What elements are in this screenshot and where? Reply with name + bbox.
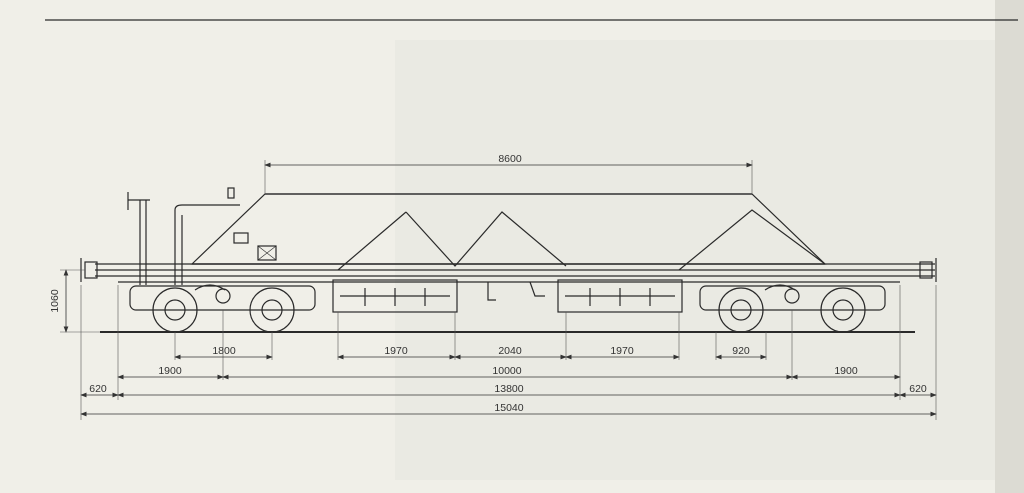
dim-label-620-right: 620: [909, 383, 927, 395]
dim-label-920: 920: [732, 345, 750, 357]
bogie-right: [699, 284, 886, 333]
dim-label-2040: 2040: [498, 345, 522, 357]
dim-label-8600: 8600: [498, 153, 522, 165]
bogie-left: [129, 284, 316, 333]
binding-shadow: [995, 0, 1024, 493]
dim-label-10000: 10000: [492, 365, 521, 377]
dim-label-1900-left: 1900: [158, 365, 182, 377]
dim-label-15040: 15040: [494, 402, 523, 414]
underframe: [80, 187, 937, 313]
dim-label-1970-right: 1970: [610, 345, 634, 357]
bleed-through-panel: [395, 40, 995, 480]
dim-label-1900-right: 1900: [834, 365, 858, 377]
dim-label-1060: 1060: [49, 289, 61, 313]
dim-label-1800: 1800: [212, 345, 236, 357]
dimension-labels: 8600 1060 1800 1970 2040 1970 920 1900 1…: [49, 153, 927, 414]
dim-label-620-left: 620: [89, 383, 107, 395]
dim-label-1970-left: 1970: [384, 345, 408, 357]
dimension-lines: [63, 162, 937, 417]
dim-label-13800: 13800: [494, 383, 523, 395]
